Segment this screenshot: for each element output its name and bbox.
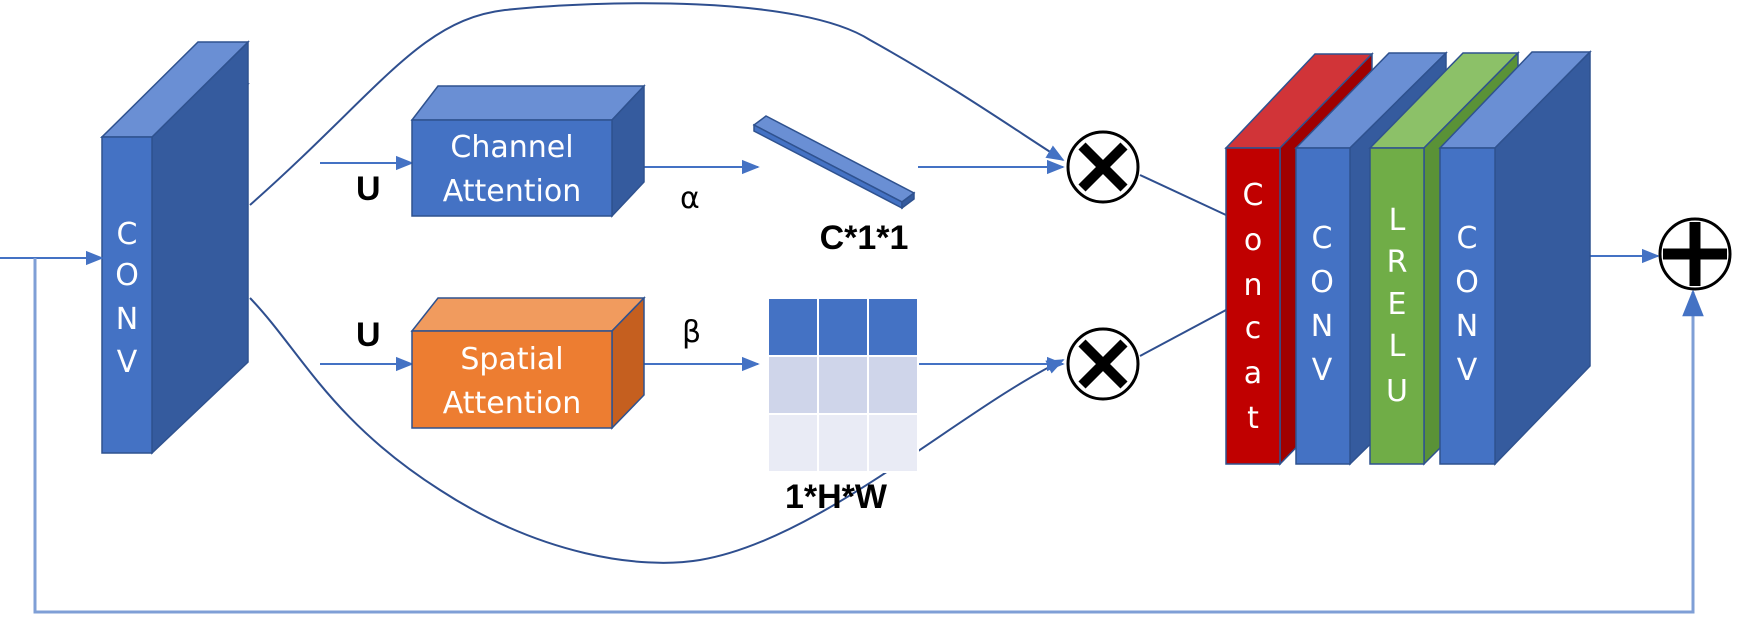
grid-cell xyxy=(817,297,869,357)
multiply-top-to-concat-line xyxy=(1139,174,1227,216)
concat-letter: C xyxy=(1243,178,1264,213)
spatial-attention-block: Spatial Attention xyxy=(410,296,646,430)
skip-connection-line xyxy=(33,258,1704,614)
conv-left-letter: N xyxy=(116,302,138,337)
concat-letter: a xyxy=(1244,356,1262,391)
add-icon xyxy=(1663,222,1727,286)
u-label-top: U xyxy=(356,170,381,208)
conv-right-2-block: C O N V xyxy=(1438,50,1592,466)
conv-left-letter: V xyxy=(117,345,138,380)
conv-right-2-letter: O xyxy=(1455,265,1479,300)
channel-dim-label: C*1*1 xyxy=(820,219,909,257)
channel-weight-bar-top xyxy=(752,115,916,203)
spatial-attention-front-face xyxy=(411,330,613,429)
beta-label: β xyxy=(682,315,701,350)
conv-left-block: C O N V xyxy=(100,40,250,455)
spatial-attention-label-line1: Spatial xyxy=(460,342,563,377)
conv-right-2-front-face xyxy=(1439,147,1496,465)
channel-attention-front-face xyxy=(411,119,613,217)
conv-right-1-letter: O xyxy=(1310,265,1334,300)
grid-cell xyxy=(767,413,819,473)
spatial-attention-label-line2: Attention xyxy=(443,386,581,421)
lrelu-front-face xyxy=(1369,147,1425,465)
conv-right-1-letter: C xyxy=(1312,221,1333,256)
spatial-dim-label: 1*H*W xyxy=(785,478,888,516)
grid-cell xyxy=(817,413,869,473)
lrelu-letter: R xyxy=(1387,245,1408,280)
grid-cell xyxy=(867,355,919,415)
channel-attention-top-face xyxy=(410,85,646,121)
grid-cell xyxy=(767,297,819,357)
conv-right-2-letter: N xyxy=(1456,309,1478,344)
grid-cell xyxy=(867,297,919,357)
conv-left-letter: O xyxy=(115,258,139,293)
channel-attention-block: Channel Attention xyxy=(410,84,646,218)
multiply-operator-top xyxy=(1066,130,1140,204)
conv-right-2-letter: V xyxy=(1457,353,1478,388)
u-label-bottom: U xyxy=(356,316,381,354)
spatial-attention-top-face xyxy=(410,297,646,332)
grid-cell xyxy=(817,355,869,415)
conv-right-1-letter: V xyxy=(1312,353,1333,388)
grid-cell xyxy=(767,355,819,415)
conv-left-letter: C xyxy=(117,217,138,252)
channel-weight-bar-front xyxy=(753,123,903,210)
lrelu-letter: L xyxy=(1389,329,1406,364)
multiply-bottom-icon xyxy=(1078,339,1128,389)
multiply-top-icon xyxy=(1078,142,1128,192)
spatial-weight-grid xyxy=(767,297,919,473)
conv-right-1-front-face xyxy=(1295,147,1351,465)
multiply-bottom-to-concat-line xyxy=(1139,309,1227,357)
channel-weight-bar-end xyxy=(901,191,915,210)
lrelu-letter: L xyxy=(1389,203,1406,238)
top-bypass-curve xyxy=(249,2,1065,206)
add-operator xyxy=(1658,217,1732,291)
channel-weight-bar xyxy=(752,115,916,210)
conv-right-1-letter: N xyxy=(1311,309,1333,344)
multiply-operator-bottom xyxy=(1066,327,1140,401)
concat-letter: c xyxy=(1245,311,1262,346)
grid-cell xyxy=(867,413,919,473)
conv-right-2-letter: C xyxy=(1457,221,1478,256)
channel-attention-label-line2: Attention xyxy=(443,174,581,209)
concat-front-face xyxy=(1225,147,1281,465)
concat-letter: t xyxy=(1247,401,1259,436)
lrelu-letter: E xyxy=(1388,287,1407,322)
concat-letter: n xyxy=(1243,268,1262,303)
concat-letter: o xyxy=(1244,223,1262,258)
channel-attention-label-line1: Channel xyxy=(450,130,573,165)
alpha-label: α xyxy=(680,181,700,216)
conv-left-front-face xyxy=(101,136,153,454)
lrelu-letter: U xyxy=(1386,374,1408,409)
